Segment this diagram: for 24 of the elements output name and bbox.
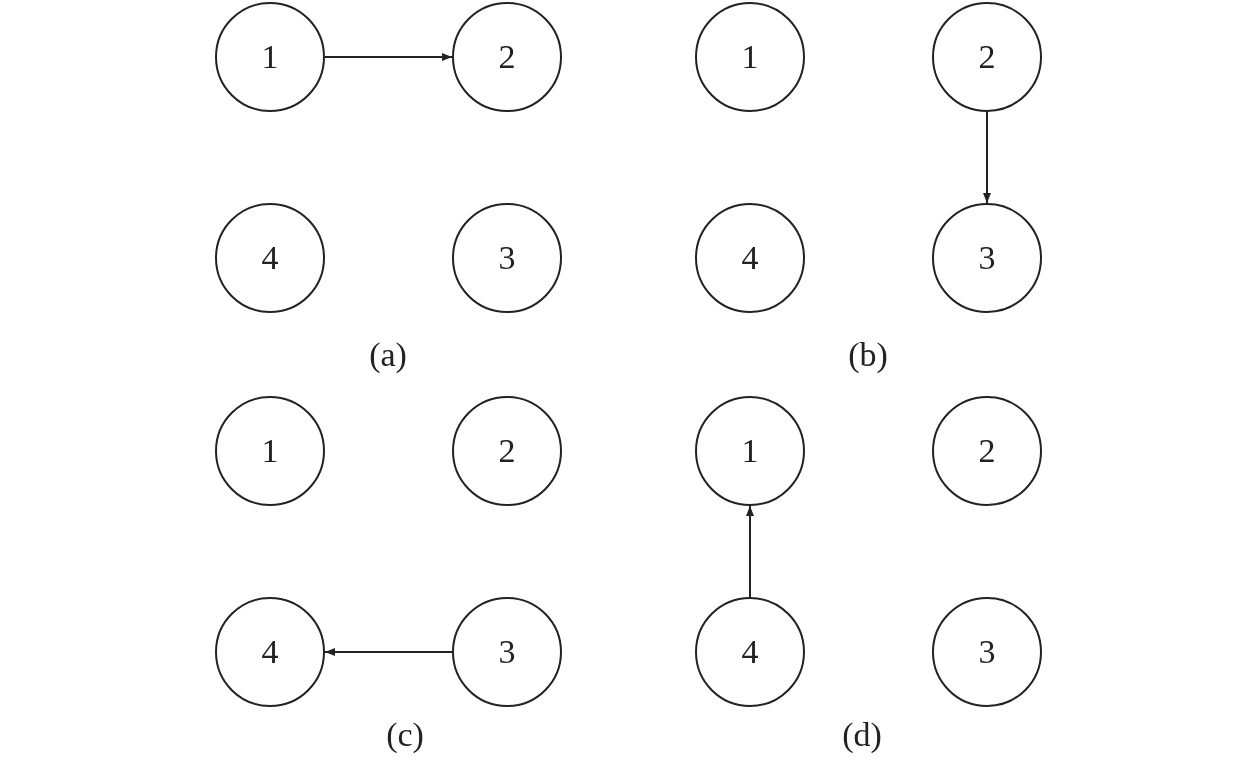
node-number: 4 (741, 635, 759, 669)
node-number: 2 (978, 434, 996, 468)
panel-label: (b) (848, 338, 888, 372)
arrow (746, 505, 754, 598)
node-number: 2 (498, 40, 516, 74)
node-number: 4 (261, 635, 279, 669)
panel-label: (c) (386, 718, 424, 752)
node-number: 3 (978, 635, 996, 669)
arrow (324, 53, 453, 61)
node-number: 3 (978, 241, 996, 275)
panel-label: (a) (369, 338, 407, 372)
panel-label: (d) (842, 718, 882, 752)
arrow (324, 648, 453, 656)
node-number: 1 (261, 434, 279, 468)
node-number: 2 (978, 40, 996, 74)
node-number: 3 (498, 635, 516, 669)
node-number: 2 (498, 434, 516, 468)
node-number: 4 (261, 241, 279, 275)
node-number: 1 (741, 434, 759, 468)
node-number: 1 (261, 40, 279, 74)
arrow (983, 111, 991, 204)
node-number: 4 (741, 241, 759, 275)
node-number: 1 (741, 40, 759, 74)
node-number: 3 (498, 241, 516, 275)
